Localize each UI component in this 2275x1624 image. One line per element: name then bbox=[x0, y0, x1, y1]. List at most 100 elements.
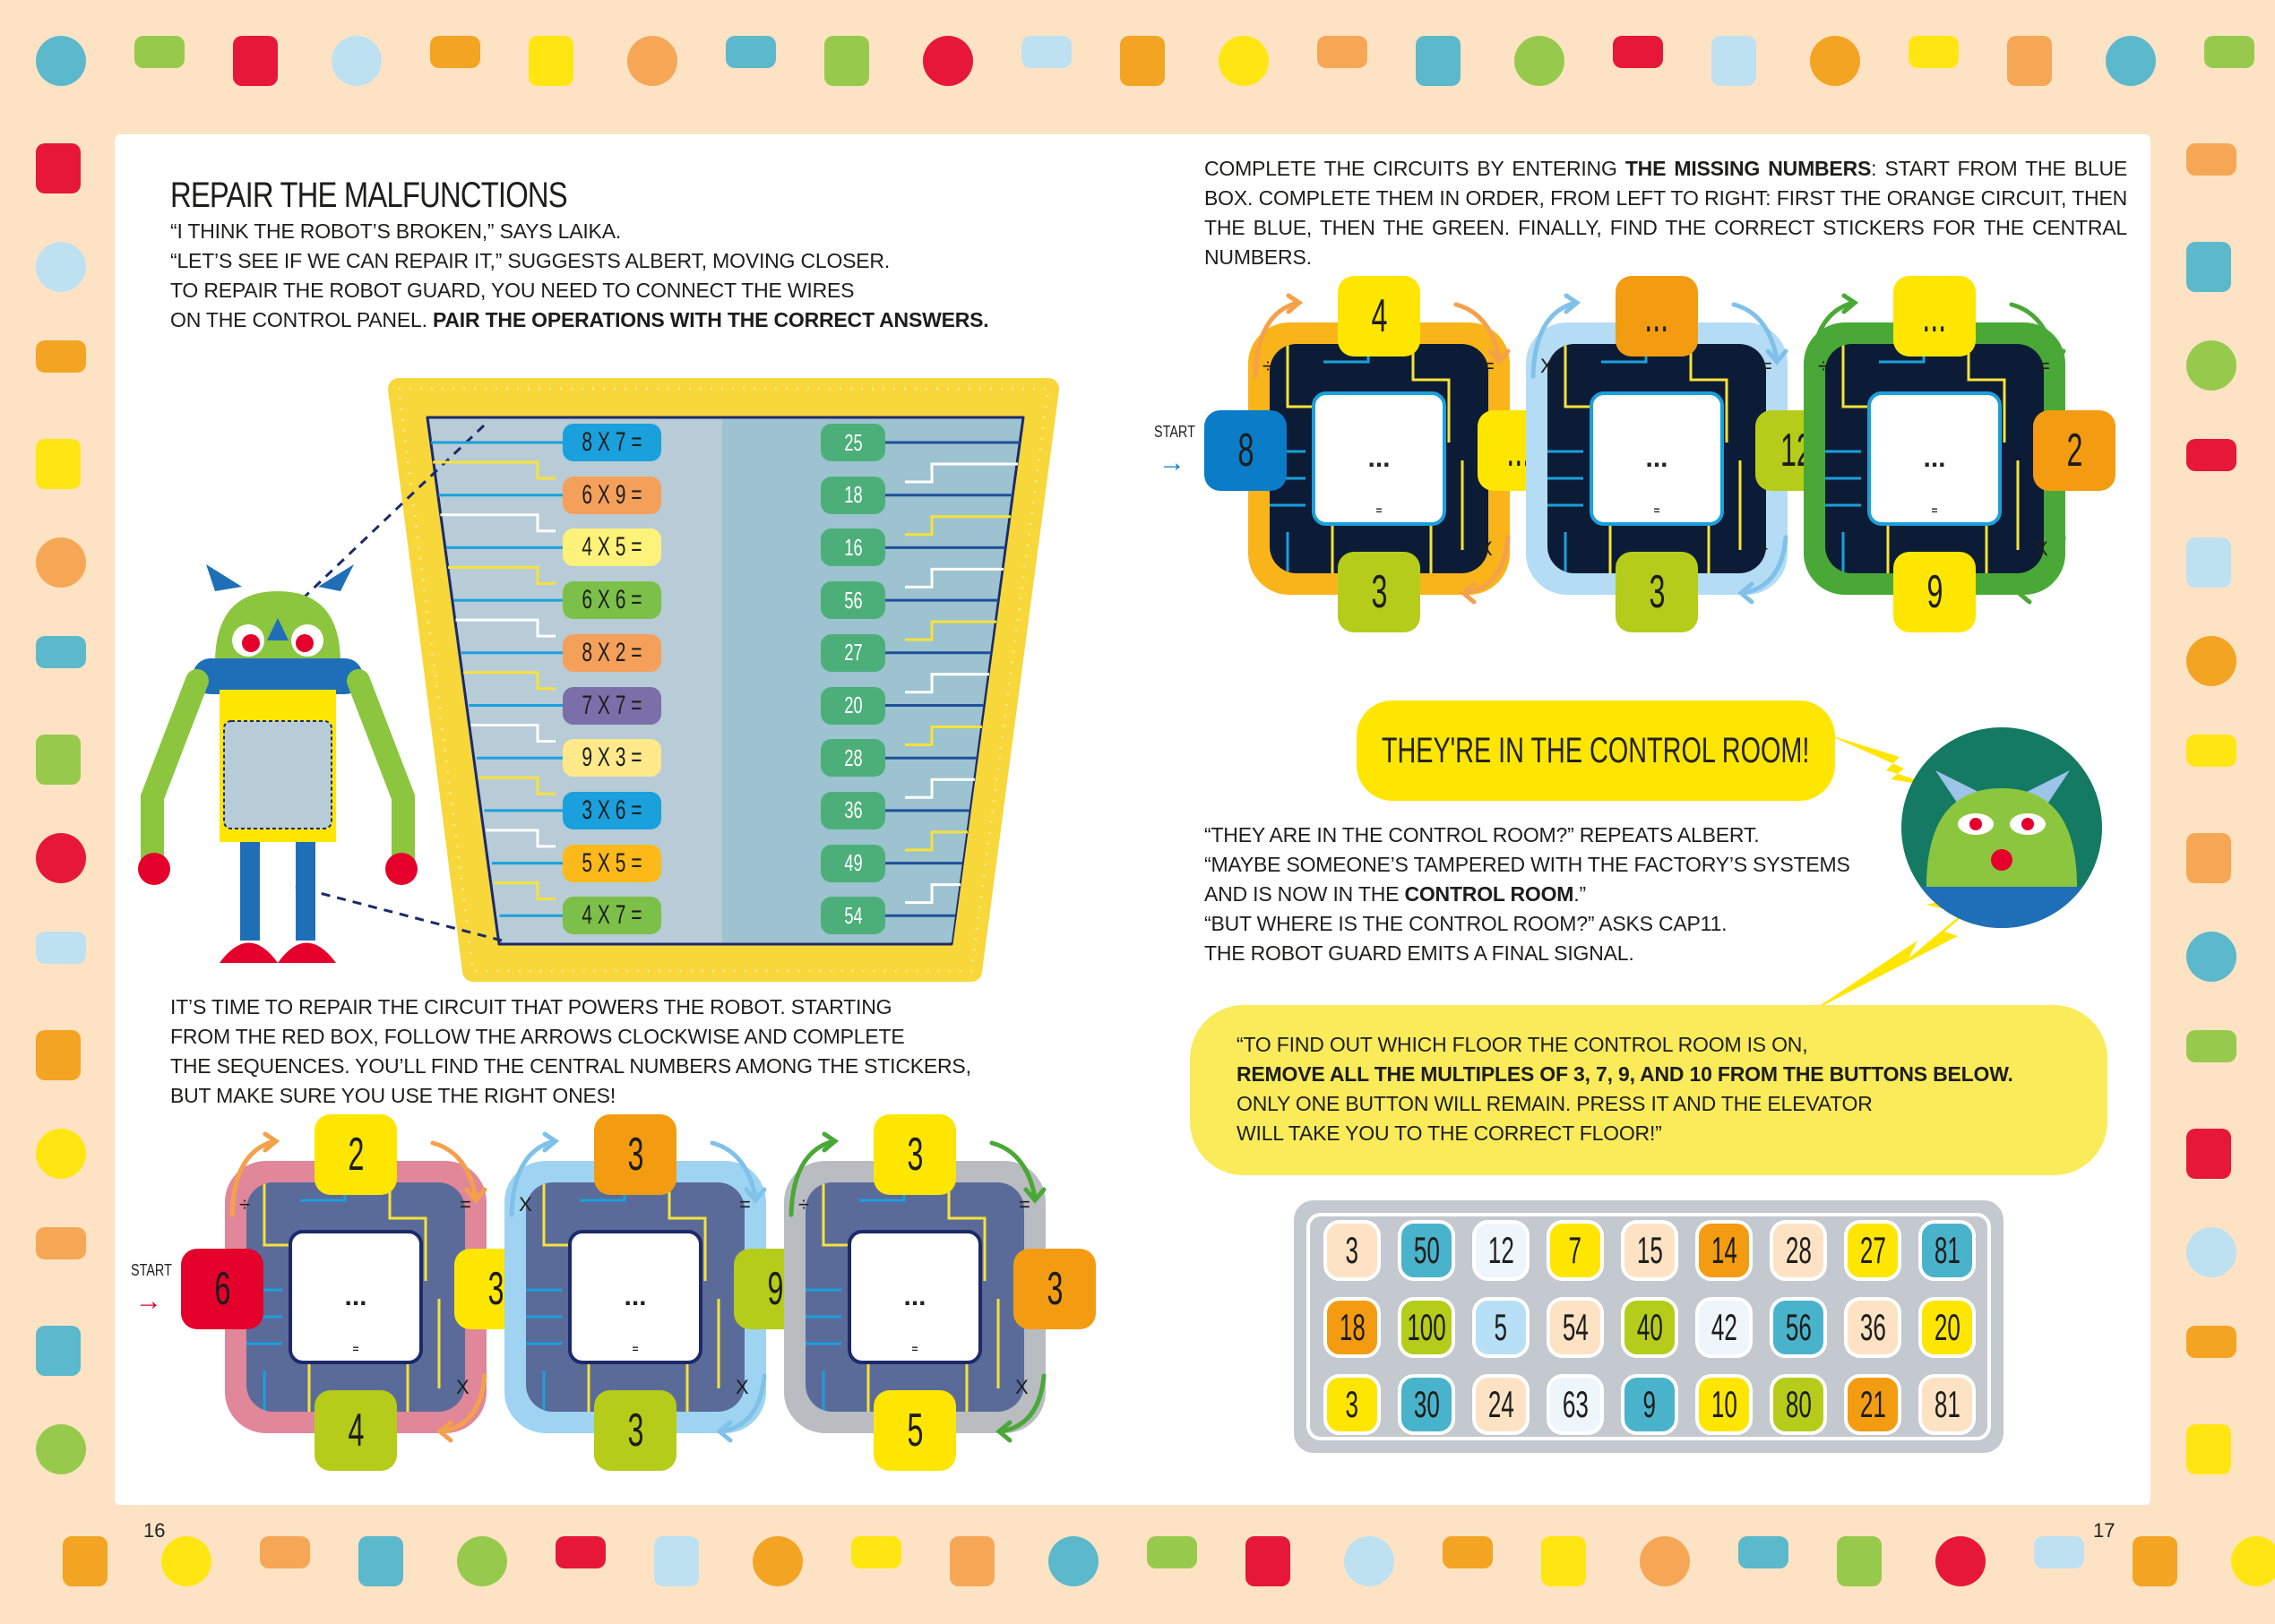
operation-label: 3 X 6 = bbox=[582, 795, 642, 825]
elevator-button[interactable]: 9 bbox=[1621, 1374, 1678, 1435]
answer-2[interactable]: 18 bbox=[821, 476, 885, 514]
circuit-intro-line: BUT MAKE SURE YOU USE THE RIGHT ONES! bbox=[170, 1084, 616, 1107]
answer-10[interactable]: 54 bbox=[821, 897, 885, 935]
number-box-bottom[interactable]: 3 bbox=[1616, 552, 1698, 632]
answer-6[interactable]: 20 bbox=[821, 686, 885, 725]
answer-9[interactable]: 49 bbox=[821, 844, 885, 882]
elevator-button[interactable]: 50 bbox=[1398, 1220, 1455, 1281]
operation-4[interactable]: 6 X 6 = bbox=[563, 581, 661, 620]
dialogue-end: .” bbox=[1573, 882, 1586, 906]
operation-10[interactable]: 4 X 7 = bbox=[563, 897, 661, 935]
answer-8[interactable]: 36 bbox=[821, 791, 885, 829]
arrow-icon bbox=[430, 1140, 478, 1199]
elevator-button[interactable]: 3 bbox=[1323, 1374, 1381, 1435]
start-arrow-icon: → bbox=[135, 1286, 162, 1316]
elevator-button[interactable]: 15 bbox=[1621, 1220, 1678, 1281]
wire bbox=[905, 462, 1018, 484]
circuit-center-answer[interactable]: ...= bbox=[1590, 391, 1724, 526]
answer-label: 18 bbox=[843, 481, 863, 509]
elevator-button[interactable]: 81 bbox=[1918, 1220, 1976, 1281]
operation-9[interactable]: 5 X 5 = bbox=[563, 844, 661, 882]
elevator-button[interactable]: 28 bbox=[1770, 1220, 1827, 1281]
elevator-button[interactable]: 14 bbox=[1695, 1220, 1753, 1281]
elevator-button[interactable]: 54 bbox=[1547, 1297, 1604, 1358]
answer-label: 49 bbox=[843, 849, 863, 877]
circuit-center-answer[interactable]: ...= bbox=[1312, 391, 1446, 526]
arrow-icon bbox=[1808, 300, 1856, 379]
number-value: 3 bbox=[1371, 566, 1387, 618]
elevator-button[interactable]: 20 bbox=[1918, 1297, 1976, 1358]
elevator-button[interactable]: 10 bbox=[1695, 1374, 1753, 1435]
start-number-box[interactable]: 6 bbox=[181, 1249, 263, 1329]
elevator-button[interactable]: 27 bbox=[1844, 1220, 1901, 1281]
elevator-button[interactable]: 100 bbox=[1398, 1297, 1455, 1358]
elevator-button[interactable]: 81 bbox=[1918, 1374, 1976, 1435]
number-box-bottom[interactable]: 9 bbox=[1893, 552, 1976, 632]
elevator-button[interactable]: 3 bbox=[1323, 1220, 1381, 1281]
wire bbox=[905, 567, 1004, 589]
border-decoration-icon bbox=[1711, 36, 1756, 86]
robot-head-icon bbox=[1901, 727, 2102, 928]
number-box-bottom[interactable]: 3 bbox=[1338, 552, 1420, 632]
number-box-right[interactable]: 3 bbox=[1013, 1249, 1096, 1329]
elevator-button[interactable]: 36 bbox=[1844, 1297, 1901, 1358]
elevator-button[interactable]: 56 bbox=[1770, 1297, 1827, 1358]
border-decoration-icon bbox=[36, 1326, 81, 1376]
circuit-center-answer[interactable]: ...= bbox=[289, 1230, 423, 1364]
border-decoration-icon bbox=[2106, 36, 2156, 86]
answer-1[interactable]: 25 bbox=[821, 424, 885, 461]
elevator-button[interactable]: 12 bbox=[1472, 1220, 1530, 1281]
intro-line: TO REPAIR THE ROBOT GUARD, YOU NEED TO C… bbox=[170, 279, 855, 302]
circuit-intro-line: THE SEQUENCES. YOU’LL FIND THE CENTRAL N… bbox=[170, 1054, 971, 1078]
border-decoration-icon bbox=[36, 735, 81, 785]
border-decoration-icon bbox=[2186, 1326, 2236, 1358]
operation-5[interactable]: 8 X 2 = bbox=[563, 633, 661, 672]
circuit-center-answer[interactable]: ...= bbox=[568, 1230, 702, 1364]
number-box-bottom[interactable]: 5 bbox=[874, 1390, 956, 1471]
elevator-button[interactable]: 21 bbox=[1844, 1374, 1901, 1435]
answer-5[interactable]: 27 bbox=[821, 633, 885, 672]
riddle-box: “TO FIND OUT WHICH FLOOR THE CONTROL ROO… bbox=[1190, 1005, 2107, 1175]
elevator-button[interactable]: 24 bbox=[1472, 1374, 1530, 1435]
operation-2[interactable]: 6 X 9 = bbox=[563, 476, 661, 514]
elevator-button[interactable]: 18 bbox=[1323, 1297, 1381, 1358]
number-box-top[interactable]: ... bbox=[1893, 276, 1976, 357]
number-box-top[interactable]: 2 bbox=[315, 1114, 397, 1195]
border-decoration-icon bbox=[529, 36, 573, 86]
operation-3[interactable]: 4 X 5 = bbox=[563, 528, 661, 567]
answer-4[interactable]: 56 bbox=[821, 581, 885, 620]
operation-8[interactable]: 3 X 6 = bbox=[563, 791, 661, 829]
border-decoration-icon bbox=[36, 36, 86, 86]
answer-3[interactable]: 16 bbox=[821, 528, 885, 567]
elevator-button[interactable]: 42 bbox=[1695, 1297, 1753, 1358]
circuit-center-answer[interactable]: ...= bbox=[848, 1230, 982, 1364]
number-box-right[interactable]: 2 bbox=[2033, 410, 2116, 491]
answer-7[interactable]: 28 bbox=[821, 739, 885, 778]
number-value: 4 bbox=[1371, 290, 1387, 342]
border-decoration-icon bbox=[654, 1536, 699, 1586]
elevator-button[interactable]: 80 bbox=[1770, 1374, 1827, 1435]
operation-7[interactable]: 9 X 3 = bbox=[563, 739, 661, 778]
number-box-top[interactable]: 3 bbox=[594, 1114, 676, 1195]
number-box-bottom[interactable]: 3 bbox=[594, 1390, 676, 1471]
number-box-top[interactable]: 3 bbox=[874, 1114, 956, 1195]
number-box-bottom[interactable]: 4 bbox=[315, 1390, 397, 1471]
number-box-top[interactable]: ... bbox=[1616, 276, 1698, 357]
elevator-button[interactable]: 40 bbox=[1621, 1297, 1678, 1358]
button-number: 14 bbox=[1711, 1229, 1737, 1271]
operator-symbol: X bbox=[736, 1376, 749, 1398]
border-decoration-icon bbox=[36, 439, 81, 489]
arrow-icon bbox=[1253, 300, 1300, 379]
elevator-button[interactable]: 63 bbox=[1547, 1374, 1604, 1435]
border-decoration-icon bbox=[1837, 1536, 1882, 1586]
circuit-center-answer[interactable]: ...= bbox=[1867, 391, 2002, 526]
operation-1[interactable]: 8 X 7 = bbox=[563, 424, 661, 461]
elevator-button[interactable]: 7 bbox=[1547, 1220, 1604, 1281]
elevator-button[interactable]: 30 bbox=[1398, 1374, 1455, 1435]
start-number-box[interactable]: 8 bbox=[1204, 410, 1287, 491]
operation-6[interactable]: 7 X 7 = bbox=[563, 686, 661, 725]
border-decoration-icon bbox=[36, 537, 86, 588]
number-box-top[interactable]: 4 bbox=[1338, 276, 1420, 357]
elevator-button[interactable]: 5 bbox=[1472, 1297, 1530, 1358]
intro-line: “I THINK THE ROBOT’S BROKEN,” SAYS LAIKA… bbox=[170, 219, 622, 243]
